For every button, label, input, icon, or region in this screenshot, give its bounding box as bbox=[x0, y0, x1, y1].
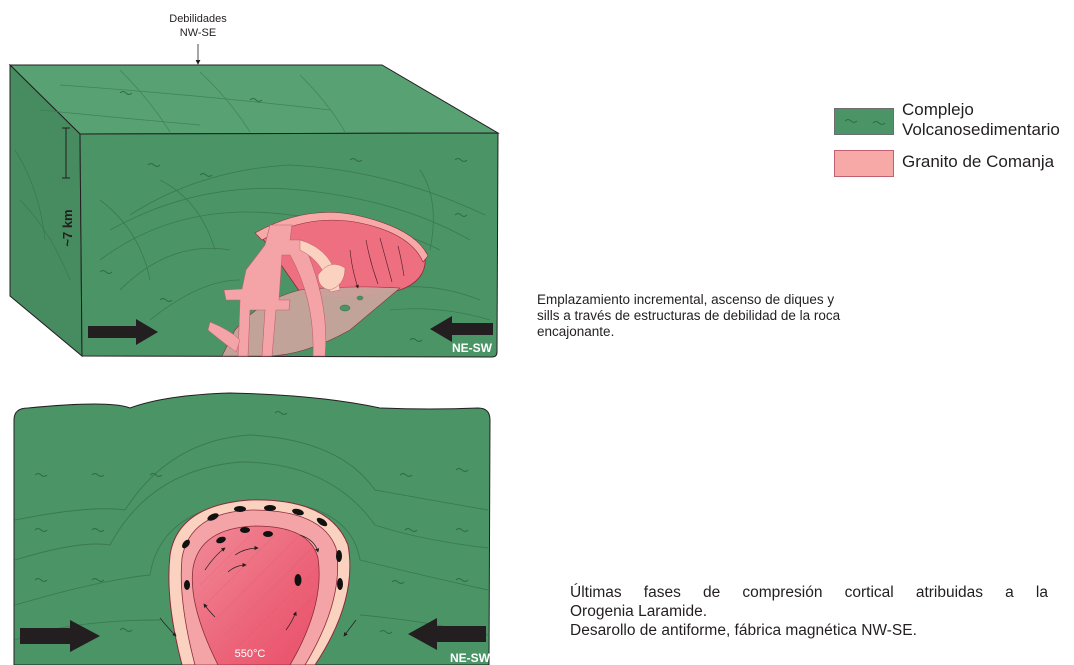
legend-swatch-granite bbox=[834, 150, 894, 177]
caption-stage-2-line-1: Últimas fases de compresión cortical atr… bbox=[570, 584, 1048, 601]
temperature-label: 550°C bbox=[235, 648, 266, 660]
caption-stage-1-line-1: Emplazamiento incremental, ascenso de di… bbox=[537, 292, 835, 307]
wave-icon bbox=[844, 119, 886, 125]
caption-stage-2-line-3: Desarollo de antiforme, fábrica magnétic… bbox=[570, 622, 917, 639]
bottom-left-compression-arrow bbox=[20, 620, 100, 652]
caption-stage-1-line-2: sills a través de estructuras de debilid… bbox=[537, 308, 841, 323]
legend-label-host-rock-line1: Complejo bbox=[902, 100, 974, 119]
depth-label: ~7 km bbox=[60, 209, 75, 246]
bottom-direction-label: NE-SW bbox=[450, 651, 491, 665]
legend-label-host-rock-line2: Volcanosedimentario bbox=[902, 120, 1060, 139]
bottom-right-compression-arrow bbox=[408, 618, 486, 650]
caption-stage-1-line-3: encajonante. bbox=[537, 324, 615, 339]
top-direction-label: NE-SW bbox=[452, 341, 493, 355]
depth-scale-bar bbox=[62, 127, 70, 179]
top-right-compression-arrow bbox=[430, 316, 493, 342]
legend-label-granite: Granito de Comanja bbox=[902, 152, 1055, 171]
top-block-diagram bbox=[8, 44, 500, 358]
bottom-block-diagram bbox=[13, 392, 491, 665]
bottom-granite-pluton bbox=[159, 499, 357, 665]
legend-swatch-host-rock bbox=[834, 108, 894, 135]
weakness-label-line1: Debilidades bbox=[169, 13, 227, 25]
weakness-label-line2: NW-SE bbox=[180, 27, 216, 39]
top-block-top-face bbox=[8, 64, 500, 135]
top-granite-intrusion bbox=[207, 212, 429, 357]
mafic-enclaves bbox=[182, 505, 343, 590]
caption-stage-2-line-2: Orogenia Laramide. bbox=[570, 603, 707, 620]
top-left-compression-arrow bbox=[88, 319, 158, 345]
